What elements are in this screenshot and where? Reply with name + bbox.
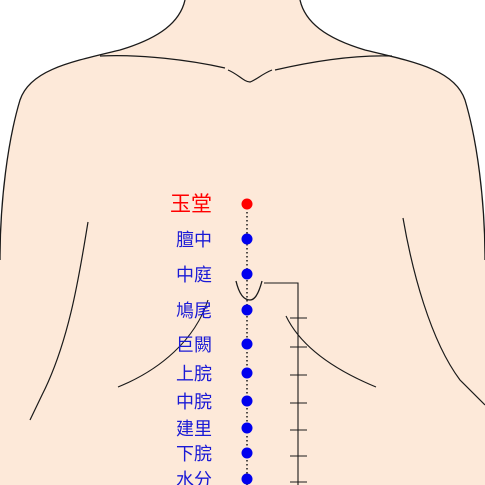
acupoint-marker (241, 422, 253, 434)
acupoint-marker (241, 198, 253, 210)
acupoint-label: 水分 (176, 470, 212, 485)
right-shoulder-line (299, 0, 485, 261)
acupoint-label: 膻中 (176, 230, 212, 251)
measure-scale-line (264, 282, 299, 485)
measure-scale-ticks (290, 317, 307, 483)
left-rib-arch (117, 299, 209, 388)
right-rib-arch (285, 315, 377, 388)
acupoint-label: 上脘 (176, 364, 212, 385)
acupoint-label: 巨闕 (176, 335, 212, 356)
acupoint-marker (241, 233, 253, 245)
left-shoulder-line (0, 0, 186, 261)
xiphoid-outline (235, 280, 263, 301)
acupoint-marker (241, 367, 253, 379)
acupoint-label: 建里 (176, 419, 212, 440)
acupoint-label: 下脘 (176, 444, 212, 465)
right-arm-line (402, 217, 485, 406)
left-arm-line (29, 221, 89, 421)
acupoint-marker (241, 268, 253, 280)
left-clavicle (99, 55, 226, 69)
acupoint-label: 鳩尾 (176, 301, 212, 322)
acupoint-marker (241, 473, 253, 485)
right-clavicle (274, 55, 393, 71)
acupoint-marker (241, 447, 253, 459)
acupoint-marker (241, 304, 253, 316)
acupoint-label: 玉堂 (170, 192, 212, 216)
acupoint-label: 中脘 (176, 392, 212, 413)
acupoint-label: 中庭 (176, 265, 212, 286)
sternal-notch (227, 69, 273, 83)
acupoint-marker (241, 395, 253, 407)
acupoint-marker (241, 338, 253, 350)
